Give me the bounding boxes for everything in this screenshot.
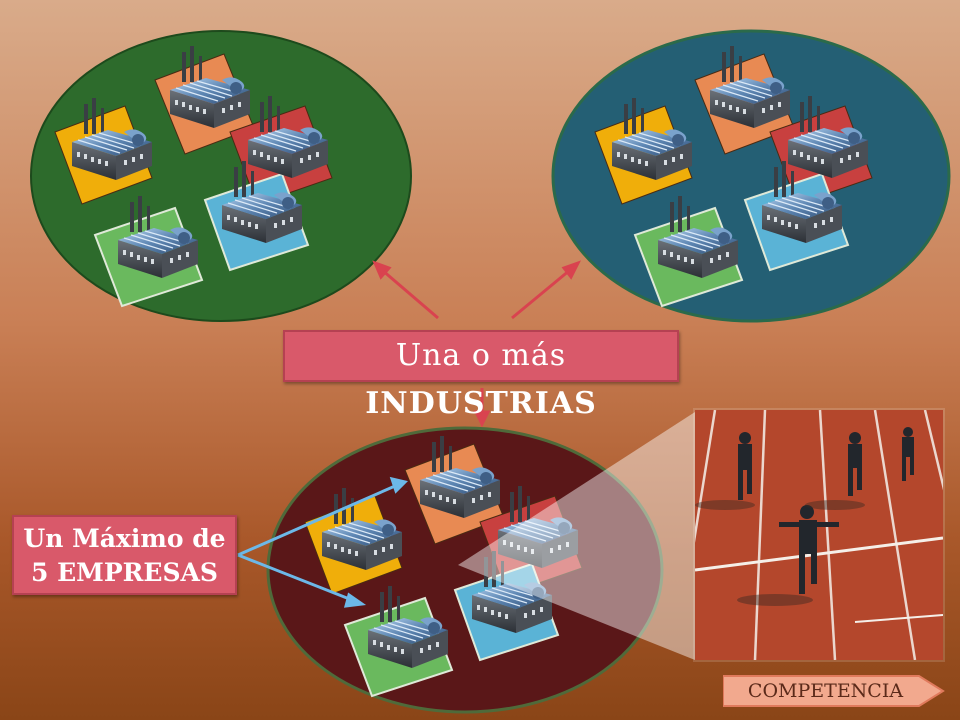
competencia-label: COMPETENCIA xyxy=(747,680,904,702)
competencia-button[interactable]: COMPETENCIA xyxy=(723,674,945,708)
industries-label: Una o más INDUSTRIAS xyxy=(283,330,679,421)
max-companies-line1: Un Máximo de xyxy=(23,524,226,553)
max-companies-label: Un Máximo de 5 EMPRESAS xyxy=(12,515,237,595)
red-arrows xyxy=(372,260,582,428)
zoom-cone xyxy=(458,412,695,660)
industries-label-prefix: Una o más xyxy=(395,338,567,373)
blue-arrows xyxy=(237,476,408,608)
industry-ellipse-blue xyxy=(551,29,951,323)
max-companies-line2: 5 EMPRESAS xyxy=(31,558,218,587)
industry-ellipse-green xyxy=(30,30,412,322)
industries-label-bold: INDUSTRIAS xyxy=(365,386,597,421)
runners-finish-line-photo xyxy=(695,410,943,660)
